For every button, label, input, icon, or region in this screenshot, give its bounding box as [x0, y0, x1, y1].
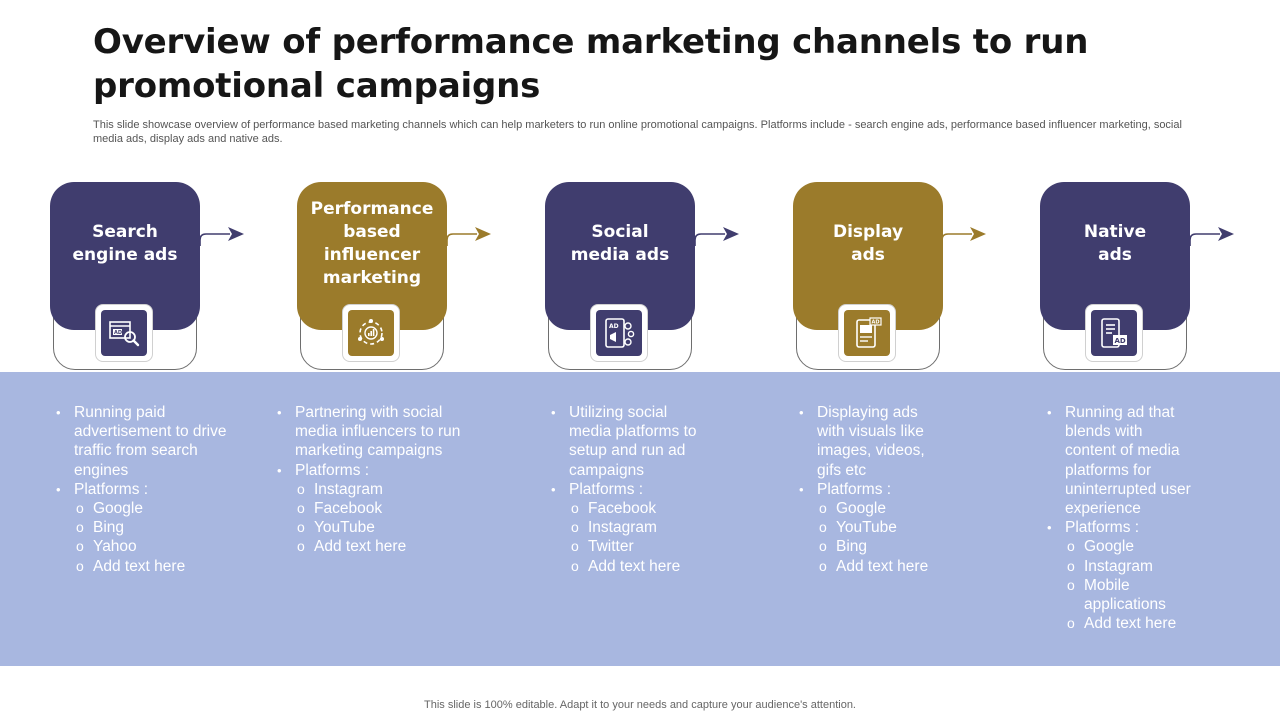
page-subtitle: This slide showcase overview of performa…	[93, 119, 1182, 145]
channel-label: Display ads	[832, 222, 904, 265]
display-ad-icon: AD	[844, 310, 890, 356]
channel-label: Performance based influencer marketing	[310, 199, 434, 288]
influencer-icon	[348, 310, 394, 356]
bullet-item: Utilizing social media platforms to setu…	[549, 403, 699, 480]
channel-description-influencer-marketing: Partnering with social media influencers…	[275, 403, 465, 557]
bullet-item: Running ad that blends with content of m…	[1045, 403, 1195, 518]
bullet-item: Platforms :	[549, 480, 699, 499]
bullet-item: Platforms :	[275, 461, 465, 480]
channel-card-search-engine-ads: Search engine ads AD	[50, 182, 200, 372]
bullet-item: Platforms :	[1045, 518, 1195, 537]
channel-label: Search engine ads	[72, 222, 178, 265]
arrow-right-icon	[941, 227, 986, 246]
platform-item: Add text here	[275, 537, 465, 556]
platform-item: Instagram	[549, 518, 699, 537]
platform-item: Instagram	[275, 480, 465, 499]
channel-card-display-ads: Display ads AD	[793, 182, 943, 372]
channel-label: Social media ads	[570, 222, 670, 265]
footer-note: This slide is 100% editable. Adapt it to…	[424, 699, 856, 711]
bullet-item: Partnering with social media influencers…	[275, 403, 465, 461]
platform-item: Mobile applications	[1045, 576, 1195, 614]
platform-item: Bing	[797, 537, 947, 556]
platform-item: Yahoo	[54, 537, 244, 556]
platform-item: Add text here	[54, 557, 244, 576]
platform-item: Google	[1045, 537, 1195, 556]
channel-card-social-media-ads: Social media ads AD	[545, 182, 695, 372]
platform-item: Bing	[54, 518, 244, 537]
channel-description-display-ads: Displaying ads with visuals like images,…	[797, 403, 947, 576]
channel-description-search-engine-ads: Running paid advertisement to drive traf…	[54, 403, 244, 576]
platform-item: Add text here	[549, 557, 699, 576]
platform-item: YouTube	[797, 518, 947, 537]
arrow-right-icon	[199, 227, 244, 246]
platform-item: Instagram	[1045, 557, 1195, 576]
platform-item: Facebook	[275, 499, 465, 518]
arrow-right-icon	[1189, 227, 1234, 246]
bullet-item: Platforms :	[797, 480, 947, 499]
platform-item: Add text here	[1045, 614, 1195, 633]
channel-description-native-ads: Running ad that blends with content of m…	[1045, 403, 1195, 634]
platform-item: YouTube	[275, 518, 465, 537]
svg-text:AD: AD	[609, 323, 619, 330]
svg-text:AD: AD	[114, 330, 122, 336]
platform-item: Google	[54, 499, 244, 518]
platform-item: Facebook	[549, 499, 699, 518]
platform-item: Twitter	[549, 537, 699, 556]
search-ad-icon: AD	[101, 310, 147, 356]
channel-description-social-media-ads: Utilizing social media platforms to setu…	[549, 403, 699, 576]
social-media-ad-icon: AD	[596, 310, 642, 356]
bullet-item: Displaying ads with visuals like images,…	[797, 403, 947, 480]
channel-card-native-ads: Native ads AD	[1040, 182, 1190, 372]
bullet-item: Running paid advertisement to drive traf…	[54, 403, 244, 480]
page-title: Overview of performance marketing channe…	[93, 22, 1089, 106]
channel-card-influencer-marketing: Performance based influencer marketing	[297, 182, 447, 372]
channel-label: Native ads	[1083, 222, 1147, 265]
bullet-item: Platforms :	[54, 480, 244, 499]
svg-text:AD: AD	[1115, 337, 1126, 345]
native-ad-icon: AD	[1091, 310, 1137, 356]
arrow-right-icon	[446, 227, 491, 246]
platform-item: Add text here	[797, 557, 947, 576]
arrow-right-icon	[694, 227, 739, 246]
platform-item: Google	[797, 499, 947, 518]
svg-text:AD: AD	[872, 320, 880, 326]
